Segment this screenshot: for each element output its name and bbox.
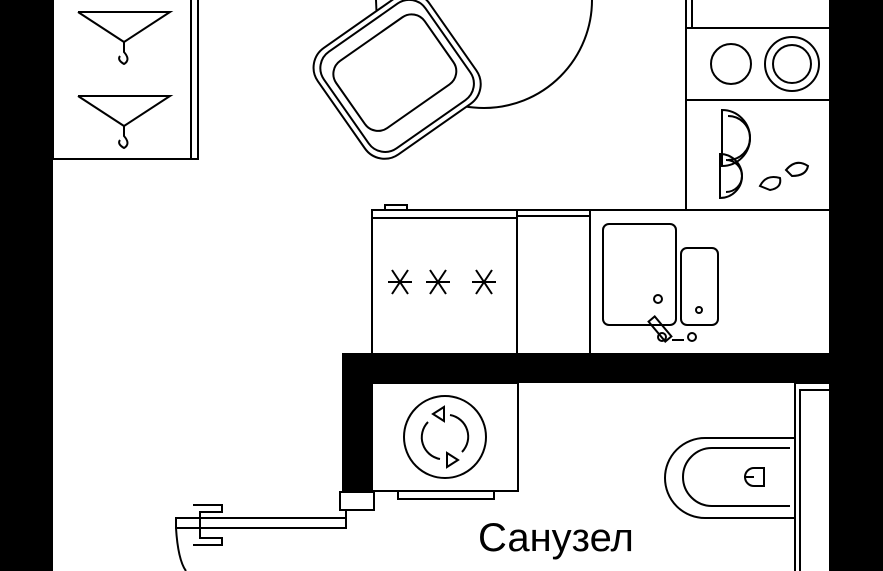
bathroom-label: Санузел: [478, 516, 634, 560]
left-wall: [0, 0, 53, 571]
burner-icon: [388, 269, 496, 295]
washing-machine: [371, 382, 519, 500]
armchair: [312, 0, 482, 160]
pot-icon: [710, 36, 820, 92]
pans-icon: [719, 108, 810, 200]
kitchen-sink: [602, 223, 719, 343]
kitchen-counter: [516, 209, 831, 356]
hanger-icon: [77, 11, 174, 66]
wardrobe: [52, 0, 199, 160]
bathroom-cabinet: [794, 382, 831, 571]
interior-wall-horizontal: [342, 353, 830, 383]
hanger-icon: [77, 95, 174, 150]
refresh-icon: [420, 405, 470, 469]
interior-wall-vertical: [342, 353, 372, 493]
toilet: [664, 437, 795, 519]
door-jamb: [339, 491, 375, 511]
right-wall: [830, 0, 883, 571]
right-cabinets: [685, 0, 831, 211]
stove: [371, 204, 518, 356]
door-swing: [175, 504, 347, 571]
